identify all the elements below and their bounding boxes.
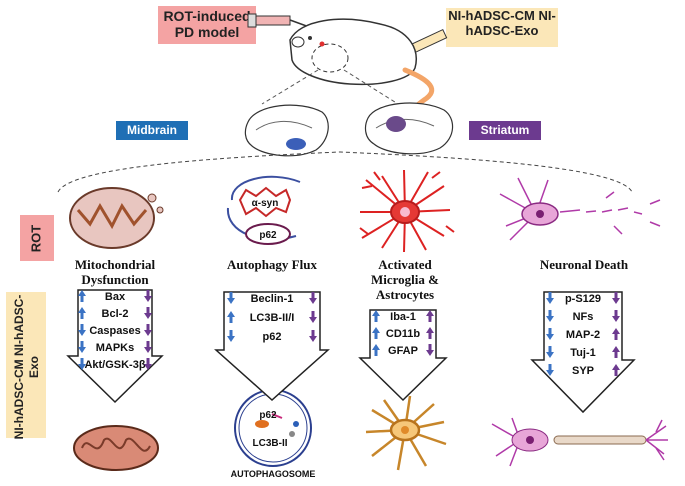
p62-image-label: p62: [259, 230, 277, 241]
marker-right-arrow-icon: [612, 310, 620, 322]
marker-left-arrow-icon: [372, 310, 380, 322]
astrocyte-icon: [365, 395, 447, 471]
autophagy-arrow: [214, 291, 330, 402]
panel-title-neuronal-death: Neuronal Death: [539, 257, 629, 272]
degenerating-neuron-icon: [499, 177, 661, 241]
marker-right-arrow-icon: [309, 311, 317, 323]
marker-right-arrow-icon: [309, 330, 317, 342]
autophagy-impaired-icon: [226, 175, 301, 245]
panel-title-autophagy-flux: Autophagy Flux: [227, 257, 317, 272]
striatum-brain-icon: [364, 102, 454, 155]
marker-label: Bax: [105, 291, 126, 303]
marker-left-arrow-icon: [78, 324, 86, 336]
marker-right-arrow-icon: [612, 328, 620, 340]
marker-right-arrow-icon: [144, 341, 152, 353]
marker-left-arrow-icon: [227, 311, 235, 323]
marker-label: Tuj-1: [570, 347, 595, 359]
treatment-side-label: NI-hADSC-CM NI-hADSC-Exo: [6, 292, 46, 439]
p62-bottom-label: p62: [259, 410, 277, 421]
marker-label: MAP-2: [566, 329, 600, 341]
marker-right-arrow-icon: [309, 292, 317, 304]
autophagosome-label: AUTOPHAGOSOME: [230, 469, 316, 479]
midbrain-label: Midbrain: [116, 121, 188, 140]
neuron-arrow: [530, 291, 636, 414]
marker-left-arrow-icon: [227, 292, 235, 304]
marker-right-arrow-icon: [612, 292, 620, 304]
marker-left-arrow-icon: [546, 328, 554, 340]
marker-right-arrow-icon: [426, 310, 434, 322]
marker-label: SYP: [572, 365, 594, 377]
marker-label: GFAP: [388, 345, 418, 357]
marker-left-arrow-icon: [78, 290, 86, 302]
panel-arrow-shapes: [66, 289, 636, 414]
panel-title-activated-glia: Activated Microglia & Astrocytes: [371, 257, 439, 302]
mitochondrion-healthy-icon: [73, 425, 159, 471]
marker-right-arrow-icon: [144, 324, 152, 336]
marker-label: Akt/GSK-3β: [84, 359, 145, 371]
rot-model-box: ROT-induced PD model: [158, 6, 256, 44]
panel-title-mitochondrial-dysfunction: Mitochondrial Dysfunction: [74, 257, 156, 287]
midbrain-brain-icon: [244, 104, 329, 157]
marker-right-arrow-icon: [426, 344, 434, 356]
glia-arrow: [358, 309, 448, 402]
marker-label: Bcl-2: [102, 308, 129, 320]
marker-right-arrow-icon: [144, 290, 152, 302]
healthy-neuron-icon: [491, 417, 668, 467]
mitochondrion-damaged-icon: [69, 187, 164, 249]
marker-left-arrow-icon: [227, 330, 235, 342]
marker-left-arrow-icon: [546, 364, 554, 376]
marker-label: NFs: [573, 311, 594, 323]
marker-label: Caspases: [89, 325, 140, 337]
alpha-syn-label: α-syn: [252, 198, 279, 209]
mito-arrow: [66, 289, 164, 404]
marker-left-arrow-icon: [372, 344, 380, 356]
treatment-box: NI-hADSC-CM NI-hADSC-Exo: [446, 8, 558, 47]
marker-label: MAPKs: [96, 342, 135, 354]
marker-label: Iba-1: [390, 311, 416, 323]
marker-label: Beclin-1: [251, 293, 294, 305]
marker-right-arrow-icon: [612, 364, 620, 376]
marker-label: p62: [263, 331, 282, 343]
autophagosome-icon: [234, 389, 312, 467]
rot-side-label: ROT: [20, 215, 54, 261]
marker-left-arrow-icon: [78, 358, 86, 370]
marker-right-arrow-icon: [144, 307, 152, 319]
marker-left-arrow-icon: [546, 292, 554, 304]
marker-left-arrow-icon: [78, 341, 86, 353]
marker-label: LC3B-II/I: [250, 312, 295, 324]
syringe-left-icon: [247, 13, 313, 29]
marker-right-arrow-icon: [144, 358, 152, 370]
striatum-label: Striatum: [469, 121, 541, 140]
marker-left-arrow-icon: [546, 310, 554, 322]
marker-label: p-S129: [565, 293, 601, 305]
marker-right-arrow-icon: [426, 327, 434, 339]
marker-label: CD11b: [386, 328, 421, 340]
lc3b-bottom-label: LC3B-II: [253, 438, 288, 449]
marker-left-arrow-icon: [546, 346, 554, 358]
marker-right-arrow-icon: [612, 346, 620, 358]
marker-left-arrow-icon: [78, 307, 86, 319]
activated-microglia-icon: [359, 169, 455, 253]
marker-left-arrow-icon: [372, 327, 380, 339]
